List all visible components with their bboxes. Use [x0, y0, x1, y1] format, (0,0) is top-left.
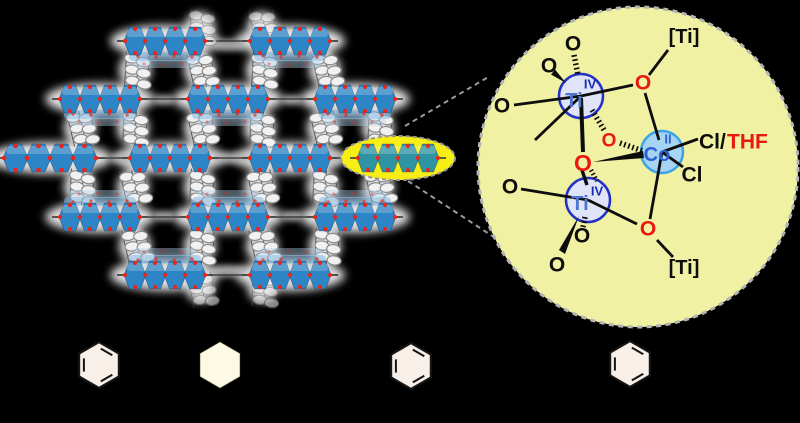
atom-label-o-top: O [565, 33, 581, 56]
bond [643, 92, 661, 141]
atom-label-o-below: O [574, 225, 590, 248]
hashed-bond [580, 216, 588, 228]
oxidation-state-ti-bottom: IV [591, 184, 604, 199]
atom-label-o-bottom-left: O [549, 254, 565, 277]
bond [513, 94, 582, 107]
bond [580, 83, 634, 98]
bond [534, 94, 582, 142]
hashed-bond [571, 54, 581, 76]
benzene-molecule-icon [77, 340, 121, 390]
atom-label-o-bridge-top: O [635, 72, 651, 95]
benzene-molecule-icon [390, 341, 432, 391]
atom-label-o-bridge-lower: O [574, 150, 592, 176]
substrate-molecules-row [77, 339, 652, 391]
atom-label-o-lower-left: O [502, 176, 518, 199]
bond [655, 239, 675, 258]
bond [661, 137, 699, 154]
bond [587, 198, 638, 226]
atom-label-o-upper-left: O [541, 55, 557, 78]
thf-label: THF [727, 131, 768, 154]
bridged-ti-label-bottom: [Ti] [669, 257, 700, 279]
atom-label-o-bridge-central: O [602, 131, 617, 152]
bonds [513, 49, 699, 258]
chloride-or-solvent-label: Cl/ [699, 131, 726, 154]
bond [579, 97, 585, 153]
bond [648, 151, 664, 220]
atom-label-o-left: O [494, 95, 510, 118]
bond [647, 49, 670, 76]
bridged-ti-label-top: [Ti] [669, 26, 700, 48]
benzene-molecule-icon [608, 339, 652, 389]
wedge-bond [593, 151, 644, 162]
chloride-label: Cl [682, 164, 703, 187]
mof-axial-linkers [110, 39, 346, 277]
wedge-bond [551, 69, 566, 83]
magnifier-connector-lines [404, 75, 501, 242]
mof-structure [0, 7, 501, 310]
atom-label-ti-bottom: Ti [571, 193, 588, 215]
bond [661, 150, 684, 169]
oxidation-state-co: II [664, 132, 671, 147]
bond [520, 187, 589, 202]
active-site-inset: O O O O O O O O O O Ti IV Ti IV Co II [T… [476, 5, 800, 329]
atom-label-co: Co [644, 144, 671, 166]
atom-label-o-bridge-bottom: O [640, 218, 656, 241]
bond [580, 169, 589, 186]
atom-label-ti-top: Ti [565, 90, 582, 112]
inset-circle [476, 5, 800, 329]
wedge-bond [559, 216, 579, 254]
cyclohexane-molecule-icon [199, 341, 241, 389]
oxidation-state-ti-top: IV [584, 77, 597, 92]
